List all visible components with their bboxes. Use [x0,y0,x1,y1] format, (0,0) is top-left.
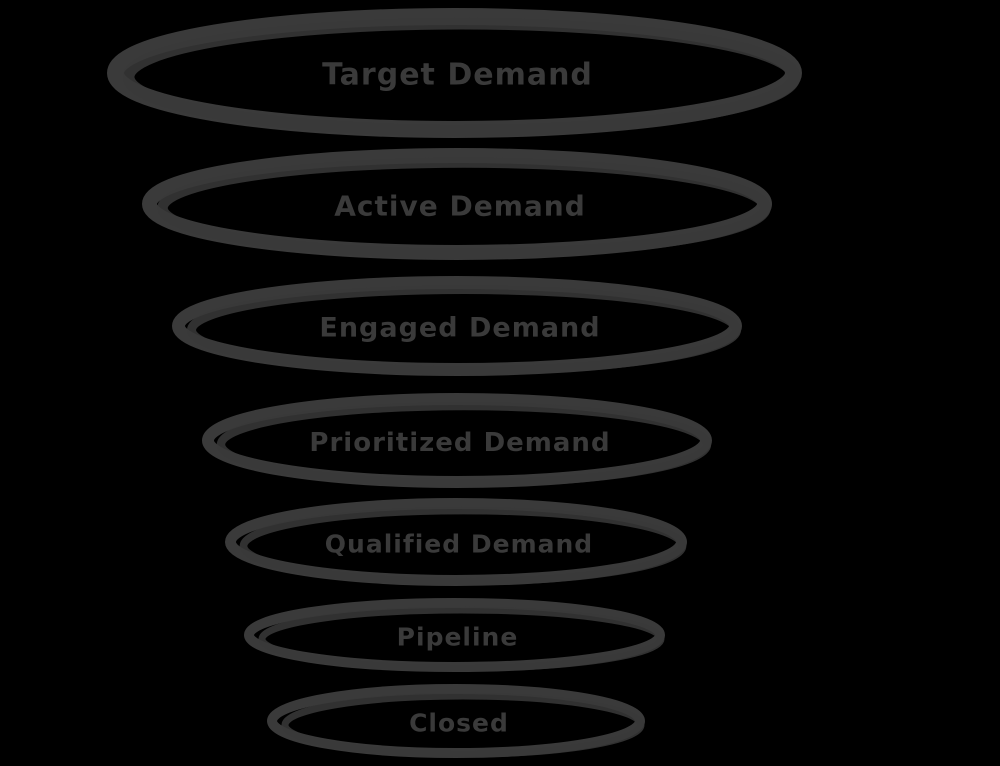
ellipse-ring-icon [142,148,772,260]
stage-label: Qualified Demand [324,529,594,559]
ellipse-ring-icon [244,598,665,672]
ellipse-ring-icon [225,498,687,586]
stage-label: Prioritized Demand [309,427,611,458]
funnel-stage-pipeline: Pipeline [244,598,668,674]
funnel-stage-closed: Closed [267,684,648,760]
funnel-stage-engaged-demand: Engaged Demand [172,276,745,378]
stage-label: Engaged Demand [319,312,601,344]
stage-label: Active Demand [334,189,586,223]
ellipse-ring-icon [172,276,742,376]
stage-label: Pipeline [396,622,519,652]
funnel-stage-active-demand: Active Demand [142,148,775,262]
funnel-stage-qualified-demand: Qualified Demand [225,498,690,588]
ellipse-ring-icon [202,393,712,488]
funnel-stage-target-demand: Target Demand [107,8,805,140]
ellipse-ring-icon [267,684,645,758]
funnel-stage-prioritized-demand: Prioritized Demand [202,393,715,490]
stage-label: Target Demand [322,57,593,93]
ellipse-ring-icon [107,8,802,138]
stage-label: Closed [409,708,509,738]
